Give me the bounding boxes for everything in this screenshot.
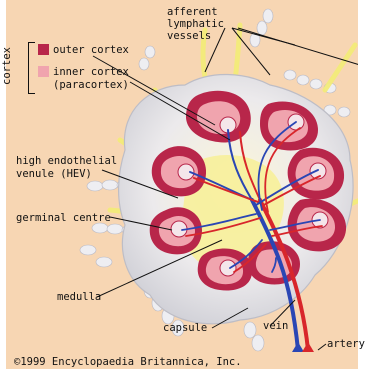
afferent-label: afferent [167, 6, 218, 18]
inner-cortex-label: inner cortex [53, 66, 129, 78]
cortex-label: cortex [1, 47, 13, 85]
lymphatic-label: lymphatic [167, 18, 224, 30]
paracortex-label: (paracortex) [53, 79, 129, 91]
vessels-label: vessels [167, 30, 211, 42]
medulla-label: medulla [57, 291, 101, 303]
capsule-label: capsule [163, 322, 207, 334]
hev-label-line2: venule (HEV) [16, 168, 92, 180]
right-border [358, 0, 366, 369]
legend-swatch-inner-cortex [38, 66, 49, 77]
legend-swatch-outer-cortex [38, 44, 49, 55]
legend-bracket [28, 42, 35, 94]
hev-label-line1: high endothelial [16, 155, 117, 167]
artery-label: artery [327, 338, 365, 350]
outer-cortex-label: outer cortex [53, 44, 129, 56]
vein-label: vein [263, 320, 288, 332]
copyright-label: ©1999 Encyclopaedia Britannica, Inc. [14, 356, 242, 368]
cortex-group: cortex [6, 42, 20, 92]
germinal-centre-label: germinal centre [16, 212, 111, 224]
